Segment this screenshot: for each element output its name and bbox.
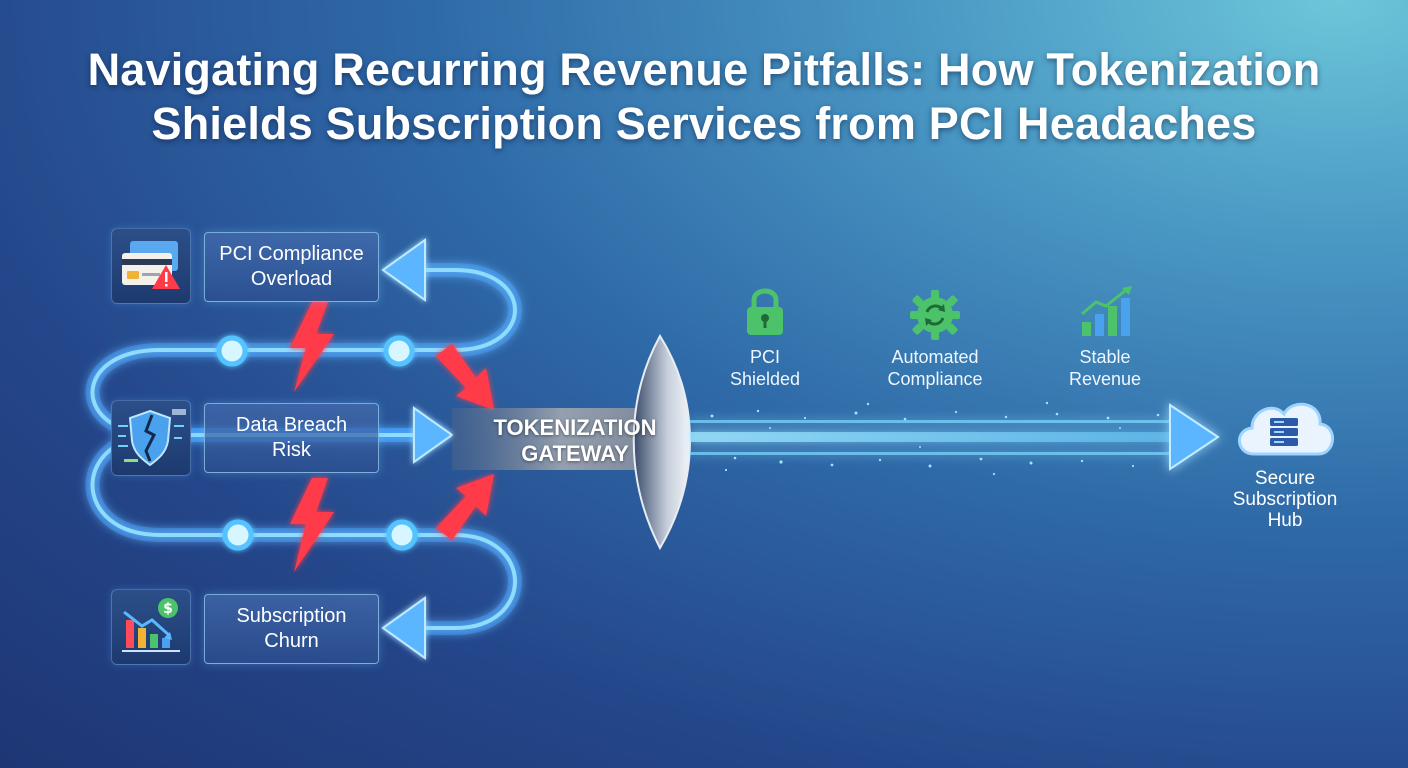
secure-subscription-hub-label: Secure Subscription Hub (1212, 468, 1358, 531)
arrowhead-top-pointing-left (381, 238, 426, 302)
flow-arrowheads (381, 238, 454, 660)
secure-data-beam (690, 403, 1220, 471)
gateway-shield-panel (632, 334, 691, 551)
benefit-automated-compliance: Automated Compliance (870, 346, 1000, 390)
hub-label-line-3: Hub (1267, 510, 1303, 531)
serpentine-flow-path (85, 263, 522, 635)
pitfall-icon-churn: $ (111, 589, 191, 665)
hub-label-line-2: Subscription (1232, 489, 1338, 510)
growth-chart-icon (1081, 286, 1132, 336)
beam-particles (710, 401, 1160, 476)
benefit-label-line-1: Stable (1079, 347, 1131, 367)
lightning-bolt-upper (290, 302, 334, 392)
pitfall-icon-breach (111, 400, 191, 476)
svg-text:$: $ (163, 601, 173, 617)
arrowhead-middle-pointing-right (413, 406, 454, 464)
benefit-pci-shielded: PCI Shielded (710, 346, 820, 390)
cracked-shield-icon (118, 409, 186, 467)
benefit-stable-revenue: Stable Revenue (1050, 346, 1160, 390)
flow-nodes (216, 335, 418, 551)
threat-arrow-upper (436, 344, 494, 410)
threat-arrow-lower (436, 474, 494, 540)
gateway-label-line-1: TOKENIZATION (493, 415, 657, 440)
declining-revenue-chart-icon: $ (122, 598, 180, 652)
gear-refresh-icon (910, 290, 960, 340)
arrowhead-bottom-pointing-left (381, 596, 426, 660)
benefit-label-line-2: Compliance (887, 369, 983, 389)
pitfall-label-line-1: Data Breach (235, 414, 348, 436)
credit-card-warning-icon (122, 241, 180, 289)
benefit-label-line-2: Revenue (1068, 369, 1142, 389)
hub-label-line-1: Secure (1254, 468, 1316, 489)
page-title-line-1: Navigating Recurring Revenue Pitfalls: H… (87, 44, 1321, 95)
padlock-icon (747, 288, 783, 335)
pitfall-box-subscription-churn: Subscription Churn (204, 594, 379, 664)
tokenization-gateway-label: TOKENIZATION GATEWAY (470, 415, 680, 467)
pitfall-label-line-2: Risk (272, 439, 311, 461)
gateway-label-line-2: GATEWAY (521, 441, 629, 466)
benefit-label-line-1: Automated (891, 347, 979, 367)
benefit-label-line-2: Shielded (729, 369, 801, 389)
lightning-bolt-lower (290, 478, 334, 572)
benefit-label-line-1: PCI (749, 347, 780, 367)
pitfall-box-pci-compliance: PCI Compliance Overload (204, 232, 379, 302)
lightning-bolts (290, 302, 334, 572)
pitfall-label-line-1: Subscription (236, 605, 347, 627)
pitfall-label-line-2: Churn (264, 630, 319, 652)
pitfall-label-line-1: PCI Compliance (219, 243, 364, 265)
tokenization-gateway-body (452, 408, 670, 470)
beam-arrowhead (1169, 403, 1220, 471)
cloud-server-icon (1238, 402, 1334, 456)
pitfall-label-line-2: Overload (250, 268, 333, 290)
pitfall-box-data-breach: Data Breach Risk (204, 403, 379, 473)
threat-arrows (436, 344, 494, 540)
pitfall-icon-pci (111, 228, 191, 304)
page-title-line-2: Shields Subscription Services from PCI H… (151, 98, 1257, 149)
